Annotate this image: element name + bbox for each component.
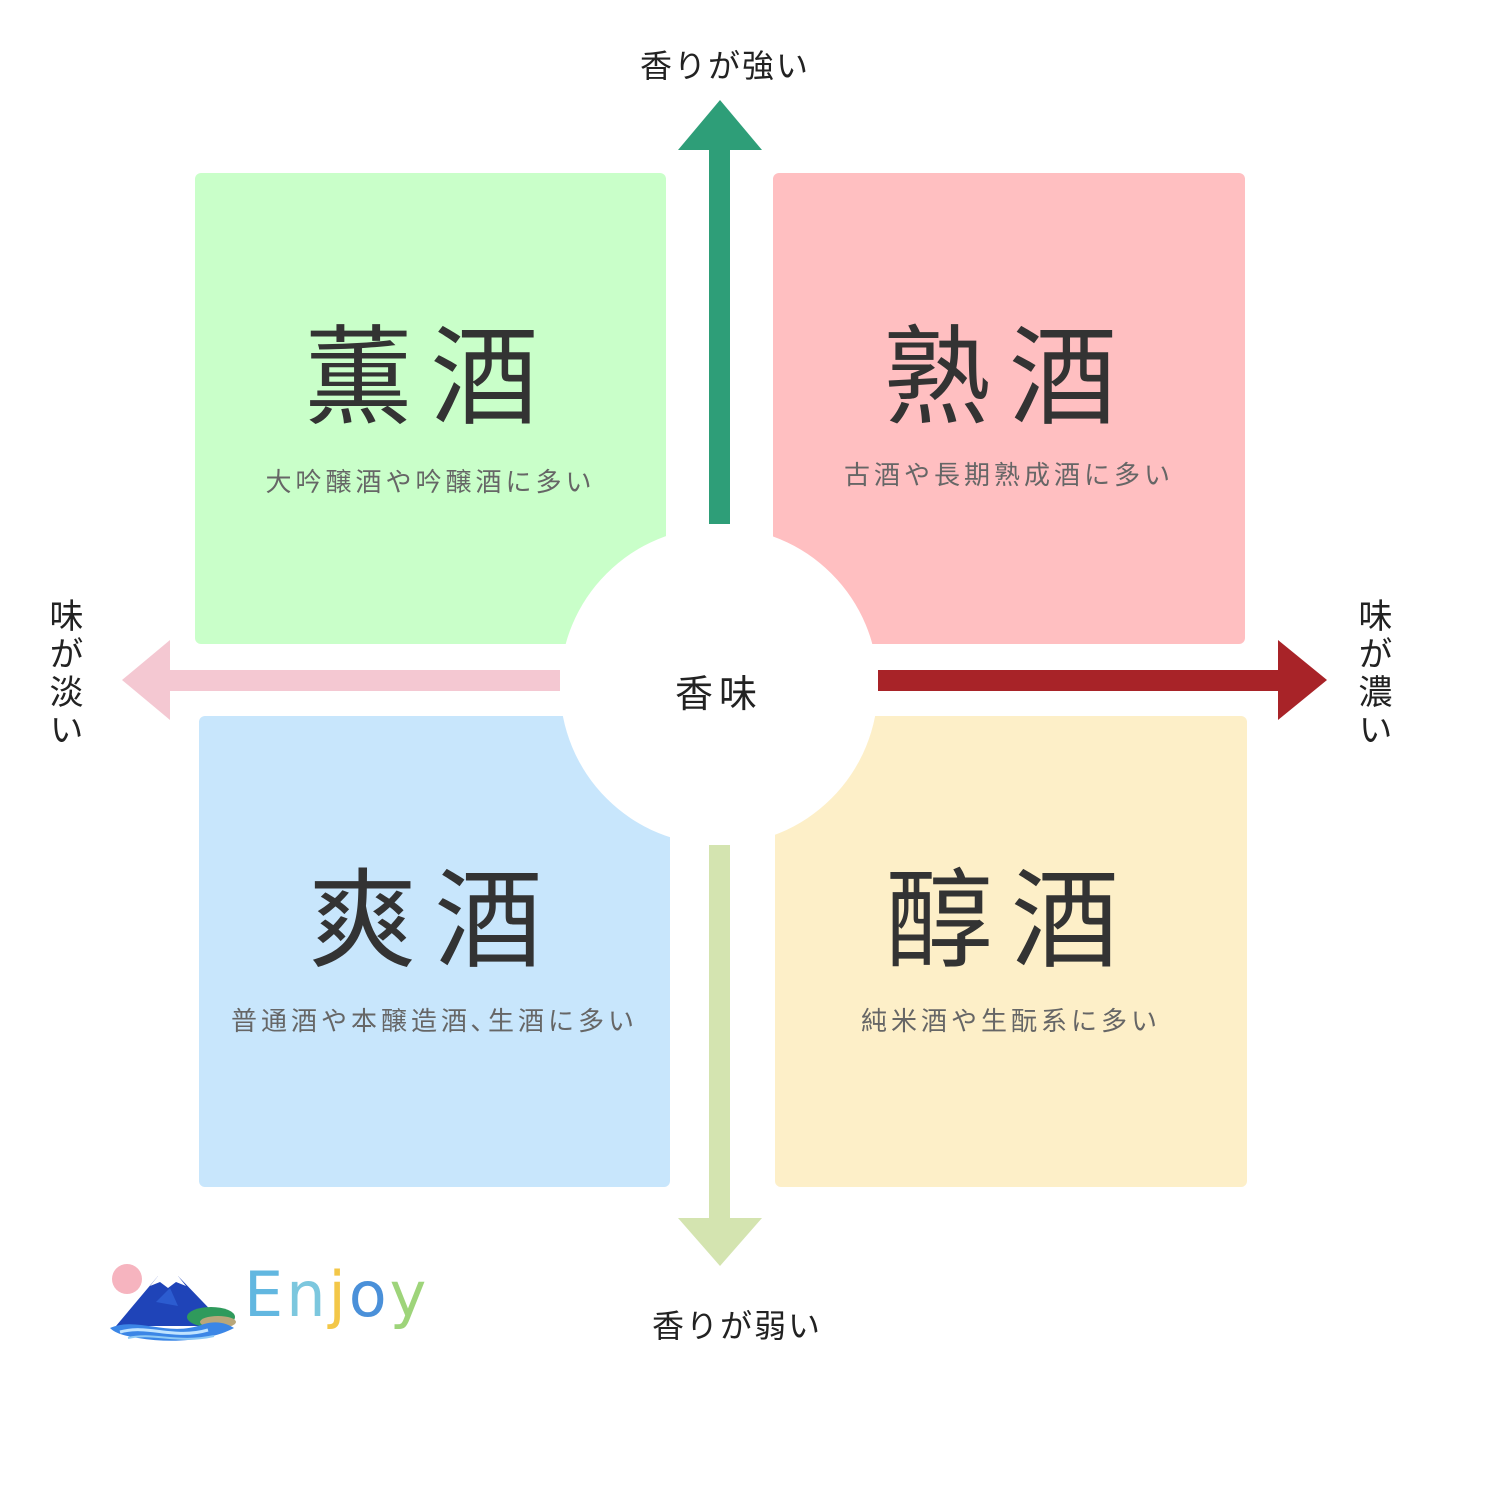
quadrant-jukushu: 熟酒 古酒や長期熟成酒に多い xyxy=(773,173,1245,644)
quadrant-jukushu-title: 熟酒 xyxy=(882,316,1135,441)
quadrant-soushu-title: 爽酒 xyxy=(308,859,561,984)
arrow-right xyxy=(878,640,1327,720)
logo-letter: o xyxy=(348,1258,390,1331)
quadrant-junshu-desc: 純米酒や生酛系に多い xyxy=(860,1007,1161,1037)
arrow-down-head xyxy=(678,1218,762,1266)
arrow-up-head xyxy=(678,100,762,150)
axis-label-bottom: 香りが弱い xyxy=(652,1307,823,1345)
arrow-up xyxy=(678,100,762,524)
enjoy-logo: Enjoy xyxy=(108,1262,426,1344)
arrow-down xyxy=(678,845,762,1266)
quadrant-kunshu: 薫酒 大吟醸酒や吟醸酒に多い xyxy=(195,173,666,644)
arrow-right-shaft xyxy=(878,670,1280,691)
quadrant-soushu-desc: 普通酒や本醸造酒､生酒に多い xyxy=(230,1007,638,1037)
quadrant-jukushu-desc: 古酒や長期熟成酒に多い xyxy=(843,461,1174,491)
quadrant-junshu: 醇酒 純米酒や生酛系に多い xyxy=(775,716,1247,1187)
logo-letter: E xyxy=(244,1258,287,1331)
arrow-left-shaft xyxy=(168,670,560,691)
arrow-right-head xyxy=(1278,640,1327,720)
center-circle: 香味 xyxy=(560,527,878,845)
quadrant-soushu: 爽酒 普通酒や本醸造酒､生酒に多い xyxy=(199,716,670,1187)
axis-label-top: 香りが強い xyxy=(640,47,811,85)
center-label: 香味 xyxy=(674,672,763,716)
quadrant-junshu-title: 醇酒 xyxy=(884,859,1137,984)
arrow-down-shaft xyxy=(709,845,730,1221)
logo-letter: j xyxy=(328,1258,349,1331)
arrow-up-shaft xyxy=(709,148,730,524)
arrow-left xyxy=(122,640,560,720)
arrow-left-head xyxy=(122,640,170,720)
logo-letter: n xyxy=(286,1258,329,1331)
mount-fuji-icon xyxy=(110,1264,236,1341)
logo-letter: y xyxy=(389,1258,430,1331)
red-sun-icon xyxy=(112,1264,142,1294)
axis-label-right: 味が濃い xyxy=(1352,598,1392,750)
logo-text: Enjoy xyxy=(244,1264,429,1326)
quadrant-kunshu-title: 薫酒 xyxy=(304,316,557,441)
quadrant-kunshu-desc: 大吟醸酒や吟醸酒に多い xyxy=(265,468,596,498)
axis-label-left: 味が淡い xyxy=(43,598,83,750)
